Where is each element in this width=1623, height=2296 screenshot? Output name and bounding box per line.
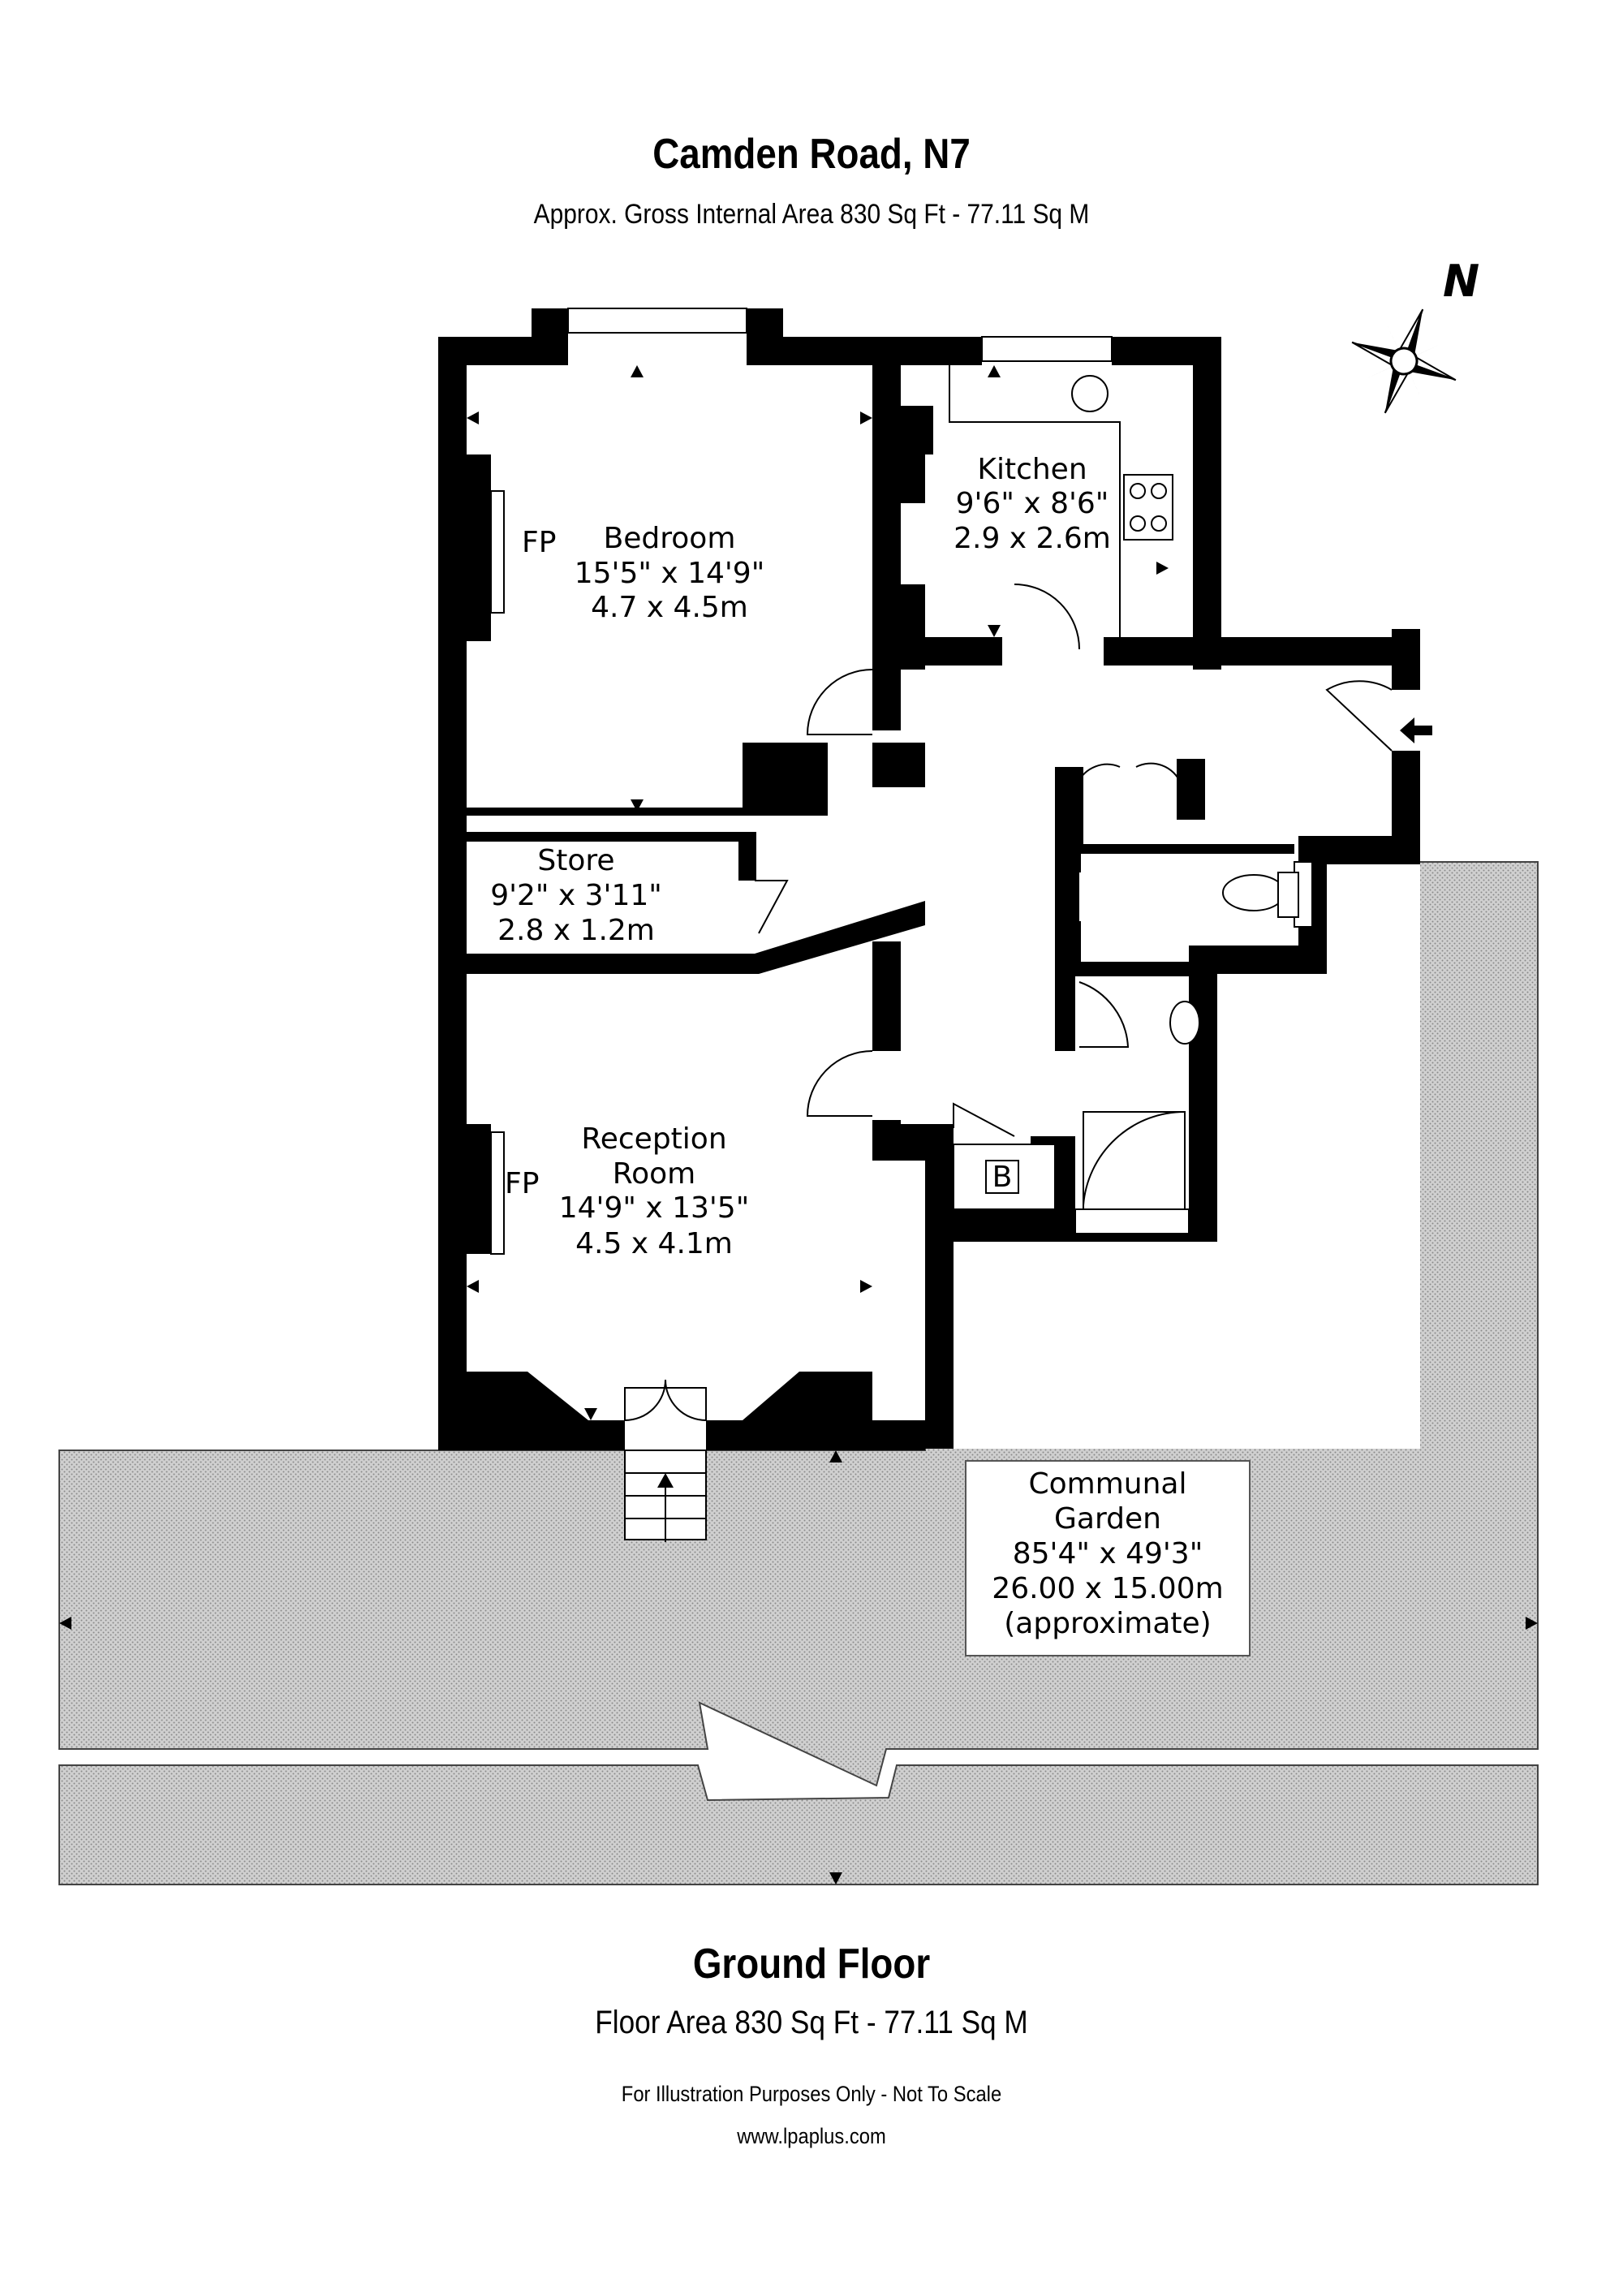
garden-imperial: 85'4" x 49'3"	[1013, 1537, 1203, 1570]
doors	[624, 584, 1393, 1421]
gross-area-subtitle: Approx. Gross Internal Area 830 Sq Ft - …	[533, 199, 1090, 230]
kitchen-units	[949, 365, 1173, 637]
garden-name-line2: Garden	[1054, 1502, 1161, 1536]
bedroom-imperial: 15'5" x 14'9"	[575, 557, 765, 590]
kitchen-imperial: 9'6" x 8'6"	[956, 487, 1109, 520]
kitchen-name: Kitchen	[977, 453, 1087, 486]
dimension-markers	[59, 365, 1538, 1885]
garden-metric: 26.00 x 15.00m	[992, 1572, 1223, 1605]
reception-metric: 4.5 x 4.1m	[575, 1227, 733, 1260]
bedroom-name: Bedroom	[604, 522, 736, 555]
floor-name: Ground Floor	[692, 1941, 931, 1988]
reception-fp-label: FP	[505, 1167, 539, 1200]
boiler-label: B	[992, 1161, 1013, 1194]
plan-title: Camden Road, N7	[652, 131, 971, 178]
store-name: Store	[537, 844, 614, 877]
garden-label: Communal Garden 85'4" x 49'3" 26.00 x 15…	[965, 1460, 1251, 1656]
disclaimer: For Illustration Purposes Only - Not To …	[621, 2082, 1002, 2106]
windows	[567, 308, 1313, 1234]
bedroom-label: Bedroom 15'5" x 14'9" 4.7 x 4.5m FP	[522, 522, 764, 624]
reception-label: Reception Room 14'9" x 13'5" 4.5 x 4.1m …	[505, 1122, 749, 1260]
store-imperial: 9'2" x 3'11"	[490, 879, 662, 912]
store-label: Store 9'2" x 3'11" 2.8 x 1.2m	[490, 844, 662, 947]
reception-imperial: 14'9" x 13'5"	[559, 1191, 750, 1225]
kitchen-metric: 2.9 x 2.6m	[954, 522, 1111, 555]
reception-name-line2: Room	[613, 1157, 696, 1191]
garden-note: (approximate)	[1004, 1607, 1211, 1640]
compass-north-label: N	[1443, 256, 1479, 307]
bathroom-fittings	[953, 872, 1299, 1210]
bedroom-metric: 4.7 x 4.5m	[591, 591, 748, 624]
north-compass: N	[1351, 256, 1479, 414]
bedroom-fp-label: FP	[522, 526, 556, 559]
garden-name-line1: Communal	[1029, 1467, 1187, 1501]
fireplaces	[490, 490, 505, 1255]
store-metric: 2.8 x 1.2m	[497, 914, 655, 947]
reception-name-line1: Reception	[581, 1122, 726, 1156]
kitchen-label: Kitchen 9'6" x 8'6" 2.9 x 2.6m	[954, 453, 1111, 555]
floor-area: Floor Area 830 Sq Ft - 77.11 Sq M	[595, 2005, 1028, 2040]
walls	[438, 308, 1420, 1450]
website-link[interactable]: www.lpaplus.com	[737, 2124, 886, 2148]
